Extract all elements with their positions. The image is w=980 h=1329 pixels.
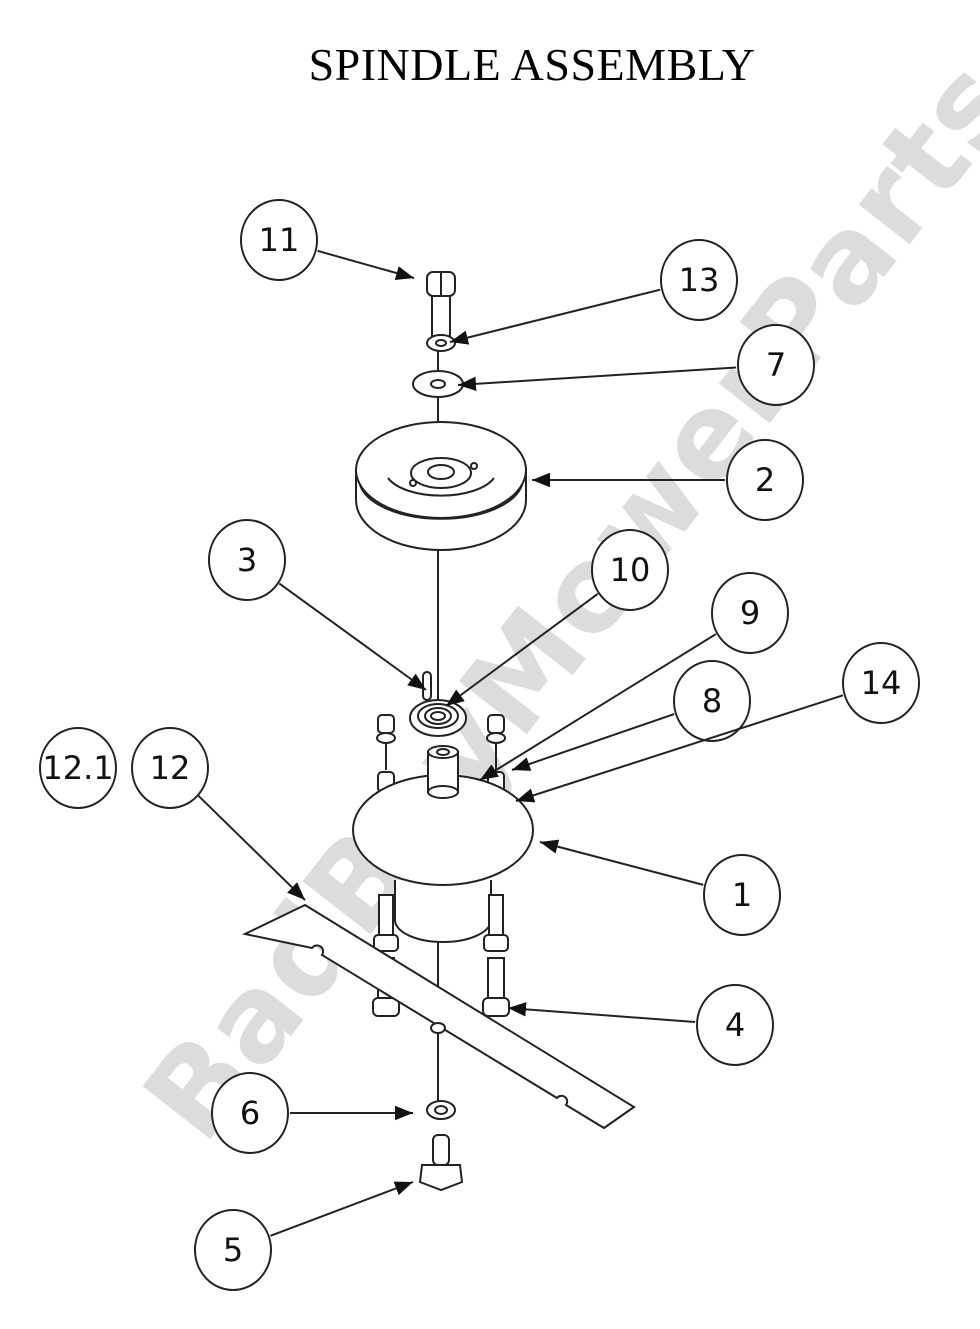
callout-2: 2 bbox=[532, 439, 804, 521]
callout-9: 9 bbox=[479, 572, 789, 781]
callout-label: 7 bbox=[766, 346, 786, 384]
callout-12: 12 bbox=[131, 727, 306, 901]
callout-circle bbox=[726, 439, 804, 521]
callout-6: 6 bbox=[211, 1072, 413, 1154]
callout-circle bbox=[660, 239, 738, 321]
leader-arrow bbox=[511, 713, 675, 771]
callout-circle bbox=[673, 660, 751, 742]
callout-label: 12 bbox=[150, 749, 191, 787]
callout-5: 5 bbox=[194, 1181, 414, 1291]
leader-arrow bbox=[317, 249, 415, 281]
leader-arrow bbox=[270, 1181, 414, 1237]
callout-10: 10 bbox=[445, 529, 669, 707]
callout-circle bbox=[703, 854, 781, 936]
callout-label: 3 bbox=[237, 541, 257, 579]
leader-arrow bbox=[197, 795, 306, 901]
callout-3: 3 bbox=[208, 519, 427, 691]
callout-1: 1 bbox=[539, 839, 781, 936]
callout-8: 8 bbox=[511, 660, 751, 771]
leader-arrow bbox=[507, 1002, 696, 1024]
callout-13: 13 bbox=[449, 239, 738, 345]
callout-label: 9 bbox=[740, 594, 760, 632]
callout-circle bbox=[211, 1072, 289, 1154]
mower-blade-icon bbox=[241, 903, 636, 1130]
callout-label: 12.1 bbox=[42, 749, 113, 787]
callout-label: 11 bbox=[259, 221, 300, 259]
callout-label: 1 bbox=[732, 876, 752, 914]
callout-label: 6 bbox=[240, 1094, 260, 1132]
callout-label: 8 bbox=[702, 682, 722, 720]
callout-12-1: 12.1 bbox=[39, 727, 117, 809]
hex-bolt-icon bbox=[426, 271, 456, 337]
callout-11: 11 bbox=[240, 199, 415, 281]
callout-circle bbox=[737, 324, 815, 406]
flat-washer-icon bbox=[412, 370, 464, 398]
leader-arrow bbox=[449, 288, 661, 345]
callout-label: 14 bbox=[861, 664, 902, 702]
callout-label: 2 bbox=[755, 461, 775, 499]
callout-14: 14 bbox=[515, 642, 920, 803]
leader-arrow bbox=[445, 592, 599, 707]
leader-arrow bbox=[278, 582, 427, 691]
callout-circle bbox=[131, 727, 209, 809]
callout-7: 7 bbox=[457, 324, 815, 406]
callout-circle bbox=[696, 984, 774, 1066]
leader-arrow bbox=[479, 633, 717, 781]
callout-label: 10 bbox=[610, 551, 651, 589]
callout-circle bbox=[591, 529, 669, 611]
callout-label: 5 bbox=[223, 1231, 243, 1269]
callout-label: 4 bbox=[725, 1006, 745, 1044]
callout-circle bbox=[39, 727, 117, 809]
callout-label: 13 bbox=[679, 261, 720, 299]
callout-circle bbox=[194, 1209, 272, 1291]
leader-arrow bbox=[515, 694, 844, 803]
callout-4: 4 bbox=[507, 984, 774, 1066]
leader-arrow bbox=[539, 839, 704, 886]
bottom-lock-washer-icon bbox=[426, 1100, 456, 1120]
pulley-icon bbox=[355, 421, 527, 551]
callout-circle bbox=[711, 572, 789, 654]
callout-circle bbox=[208, 519, 286, 601]
blade-bolt-icon bbox=[418, 1134, 464, 1192]
spindle-housing-icon bbox=[352, 745, 534, 943]
bearing-icon bbox=[409, 699, 467, 737]
diagram-title: SPINDLE ASSEMBLY bbox=[308, 39, 756, 90]
callout-circle bbox=[842, 642, 920, 724]
leader-arrow bbox=[457, 366, 737, 392]
lock-washer-icon bbox=[426, 334, 456, 352]
callout-circle bbox=[240, 199, 318, 281]
key-icon bbox=[422, 671, 432, 701]
